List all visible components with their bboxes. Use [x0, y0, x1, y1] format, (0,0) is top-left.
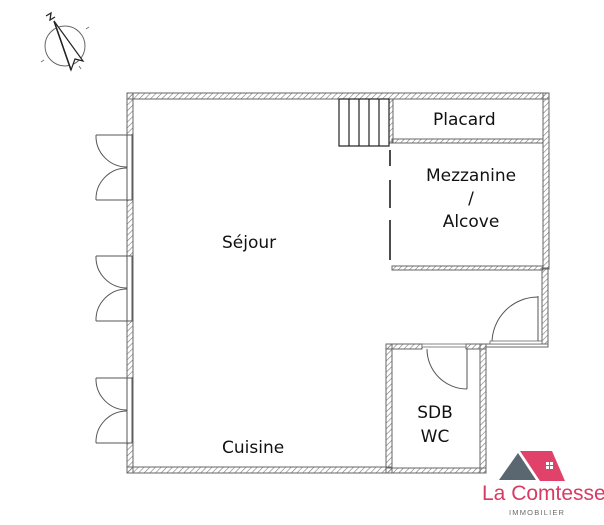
room-label-alcove: Alcove	[442, 212, 500, 232]
room-label-wc: WC	[420, 427, 450, 447]
room-label-sejour: Séjour	[222, 233, 277, 253]
french-window-2	[95, 255, 133, 322]
french-window-3	[95, 377, 133, 444]
logo-subtitle: IMMOBILIER	[509, 508, 566, 517]
walls	[126, 92, 550, 474]
room-label-mezzanine-slash: /	[468, 189, 474, 209]
entry-door	[489, 296, 543, 345]
room-label-cuisine: Cuisine	[222, 438, 285, 458]
french-window-1	[95, 134, 133, 201]
logo-house-icon	[499, 451, 565, 481]
room-label-sdb: SDB	[417, 403, 453, 423]
bathroom-door	[421, 343, 468, 390]
room-label-placard: Placard	[433, 110, 496, 130]
logo-name: La Comtesse	[482, 482, 604, 505]
stairs	[338, 98, 390, 147]
room-label-mezzanine: Mezzanine	[425, 166, 517, 186]
compass-icon	[40, 11, 90, 72]
